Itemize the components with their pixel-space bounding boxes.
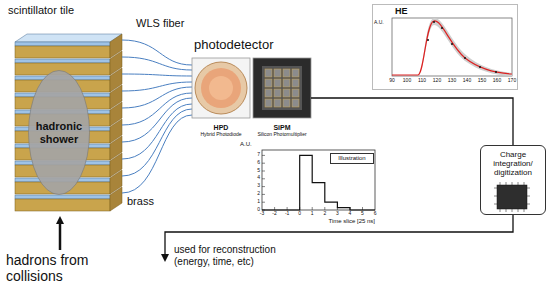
fiber xyxy=(122,57,192,70)
tick-label: 5 xyxy=(248,168,260,174)
top-tile xyxy=(15,34,122,42)
tick-label: 6 xyxy=(248,160,260,166)
tick-label: 2 xyxy=(248,191,260,197)
part-label: scintillator tile xyxy=(8,4,88,17)
shower-shape xyxy=(29,71,90,195)
charge-box: Charge integration/ digitization xyxy=(480,145,546,215)
tick-label: 140 xyxy=(460,78,474,84)
fiber xyxy=(122,115,192,193)
node-title: SiPM xyxy=(253,124,311,132)
output-label: used for reconstruction (energy, time, e… xyxy=(174,244,292,267)
axis-title: A.U. xyxy=(374,20,391,26)
part-label: photodetector xyxy=(194,38,314,53)
tick-label: 0 xyxy=(294,211,306,217)
tick-label: 90 xyxy=(385,78,399,84)
tick-label: 2 xyxy=(319,211,331,217)
he-pulse-plot xyxy=(392,18,512,76)
tick-label: 150 xyxy=(475,78,489,84)
tick-label: 0 xyxy=(248,207,260,213)
chip-body xyxy=(497,185,527,209)
sipm-array xyxy=(262,66,302,110)
tile-layer xyxy=(15,34,122,58)
fiber xyxy=(122,74,192,76)
hpd-image xyxy=(192,58,250,118)
illustration-tag: Illustration xyxy=(330,153,374,164)
fiber xyxy=(122,93,192,125)
fiber xyxy=(122,82,192,91)
node-title: HPD xyxy=(192,124,250,132)
tick-label: 170 xyxy=(505,78,519,84)
tick-label: 160 xyxy=(490,78,504,84)
pulse-template xyxy=(392,21,512,75)
wls-fibers xyxy=(122,40,192,193)
fiber xyxy=(122,40,192,65)
tick-label: 130 xyxy=(445,78,459,84)
hpd-window xyxy=(195,62,247,114)
node-title: Illustration xyxy=(338,155,365,162)
node-title: Charge integration/ digitization xyxy=(484,150,542,178)
fiber xyxy=(122,109,192,176)
incoming-hadron-arrow xyxy=(59,220,62,250)
sipm-pixels xyxy=(265,69,299,107)
sipm-image xyxy=(253,58,311,118)
tick-label: 7 xyxy=(248,152,260,158)
tick-label: 5 xyxy=(356,211,368,217)
histogram-frame xyxy=(262,150,375,210)
hpd-window xyxy=(201,68,241,108)
tick-label: 3 xyxy=(248,183,260,189)
hpd-photo-frame xyxy=(192,58,250,118)
fiber xyxy=(122,87,192,108)
tick-label: -1 xyxy=(281,211,293,217)
signal-line xyxy=(311,98,513,145)
node-title: HE xyxy=(395,6,408,16)
tick-label: 3 xyxy=(331,211,343,217)
part-label: WLS fiber xyxy=(136,17,196,30)
tick-label: 120 xyxy=(430,78,444,84)
tick-label: 110 xyxy=(415,78,429,84)
tick-label: 100 xyxy=(400,78,414,84)
plot-frame xyxy=(392,18,512,76)
tick-label: 1 xyxy=(248,199,260,205)
histogram xyxy=(262,150,375,210)
tick-label: 6 xyxy=(369,211,381,217)
node-subtitle: Silicon Photomultiplier xyxy=(253,132,311,138)
tick-label: -3 xyxy=(256,211,268,217)
tile-layer xyxy=(15,51,122,75)
pulse-band xyxy=(418,18,512,76)
axis-title: A.U. xyxy=(240,141,260,148)
axis-title: Time slice [25 ns] xyxy=(285,218,375,225)
tick-label: -2 xyxy=(269,211,281,217)
tick-label: 1 xyxy=(306,211,318,217)
part-label: brass xyxy=(127,195,167,208)
shower-ellipse: hadronic shower xyxy=(28,70,90,195)
sipm-photo-frame xyxy=(253,58,311,118)
chip-image xyxy=(494,182,530,212)
calorimeter-stack xyxy=(15,34,122,211)
hpd-window xyxy=(209,76,233,100)
tick-label: 4 xyxy=(248,175,260,181)
hpd-photo: HPDHybrid Photodiode xyxy=(192,58,250,138)
tick-label: 4 xyxy=(344,211,356,217)
sipm-photo: SiPMSilicon Photomultiplier xyxy=(253,58,311,138)
beam-label: hadrons from collisions xyxy=(6,252,116,284)
pulse-points xyxy=(427,21,497,73)
node-title: hadronic shower xyxy=(30,120,88,145)
node-subtitle: Hybrid Photodiode xyxy=(192,132,250,138)
